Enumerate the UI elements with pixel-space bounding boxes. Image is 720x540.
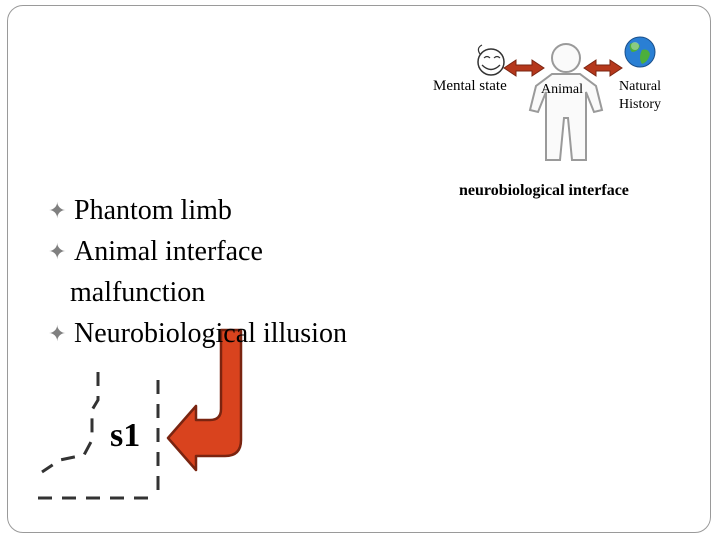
- bullet-icon: ✦: [48, 198, 67, 223]
- globe-icon: [624, 36, 656, 68]
- neurobiological-interface-label: neurobiological interface: [459, 182, 629, 199]
- s1-label: s1: [110, 417, 141, 454]
- person-figure-icon: [528, 43, 604, 161]
- smiley-face-icon: [477, 44, 505, 76]
- bullet-item: ✦ Phantom limb: [48, 190, 347, 231]
- animal-label: Animal: [541, 82, 583, 97]
- phantom-limb-outline: [38, 372, 160, 500]
- natural-history-line1: Natural: [619, 79, 661, 94]
- natural-history-label: Natural History: [619, 78, 661, 114]
- bullet-icon: ✦: [48, 239, 67, 264]
- bullet-item: ✦ Neurobiological illusion: [48, 313, 347, 354]
- bullet-text: Animal interface: [74, 236, 263, 267]
- bullet-text: Phantom limb: [74, 195, 232, 226]
- natural-history-line2: History: [619, 97, 661, 112]
- bullet-icon: ✦: [48, 321, 67, 346]
- double-arrow-right: [583, 59, 623, 77]
- bent-arrow: [166, 328, 243, 472]
- mental-state-label: Mental state: [433, 78, 507, 94]
- double-arrow-left: [503, 59, 545, 77]
- bullet-item: ✦ Animal interface malfunction: [48, 231, 347, 313]
- bullet-text: Neurobiological illusion: [74, 318, 347, 349]
- bullet-continuation: malfunction: [70, 277, 206, 308]
- bullet-list: ✦ Phantom limb ✦ Animal interface malfun…: [48, 190, 347, 354]
- slide-frame: [7, 5, 711, 533]
